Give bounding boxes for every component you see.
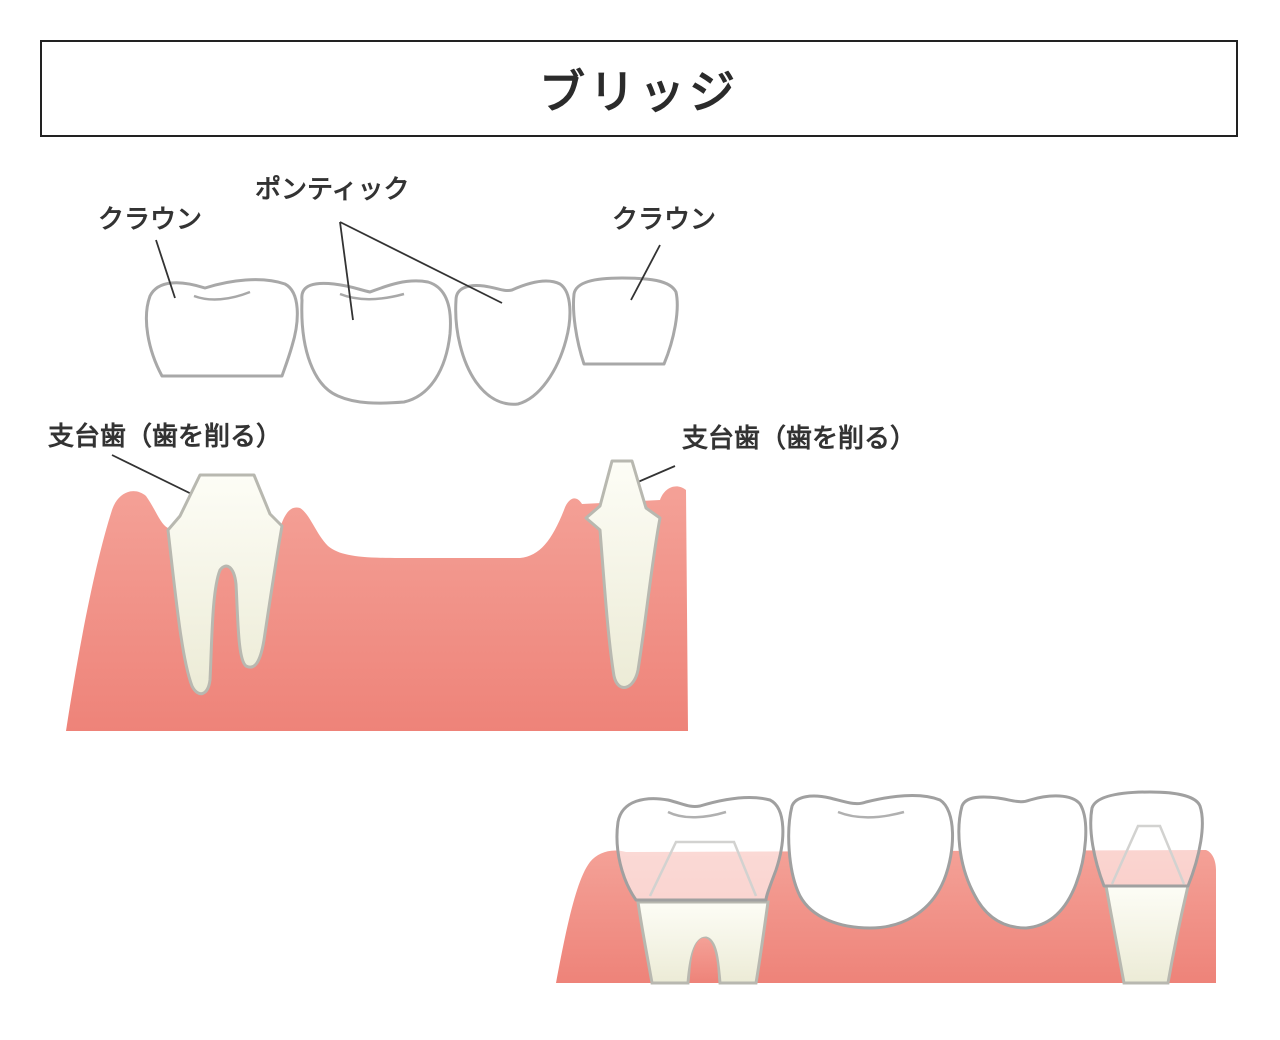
bridge-crowns-group <box>146 278 677 404</box>
right-crown-shape <box>573 278 677 364</box>
crown-left-label: クラウン <box>98 205 202 235</box>
prepared-gum-group <box>66 461 688 731</box>
pontic-2-shape <box>456 281 570 404</box>
pontic-label: ポンティック <box>255 174 409 205</box>
completed-left-crown <box>617 798 783 900</box>
crown-right-label: クラウン <box>612 205 716 235</box>
completed-bridge-group <box>556 792 1216 983</box>
left-crown-shape <box>146 280 297 376</box>
completed-right-crown <box>1091 792 1203 886</box>
abutment-left-label: 支台歯（歯を削る） <box>48 421 282 452</box>
abutment-right-label: 支台歯（歯を削る） <box>682 423 916 454</box>
